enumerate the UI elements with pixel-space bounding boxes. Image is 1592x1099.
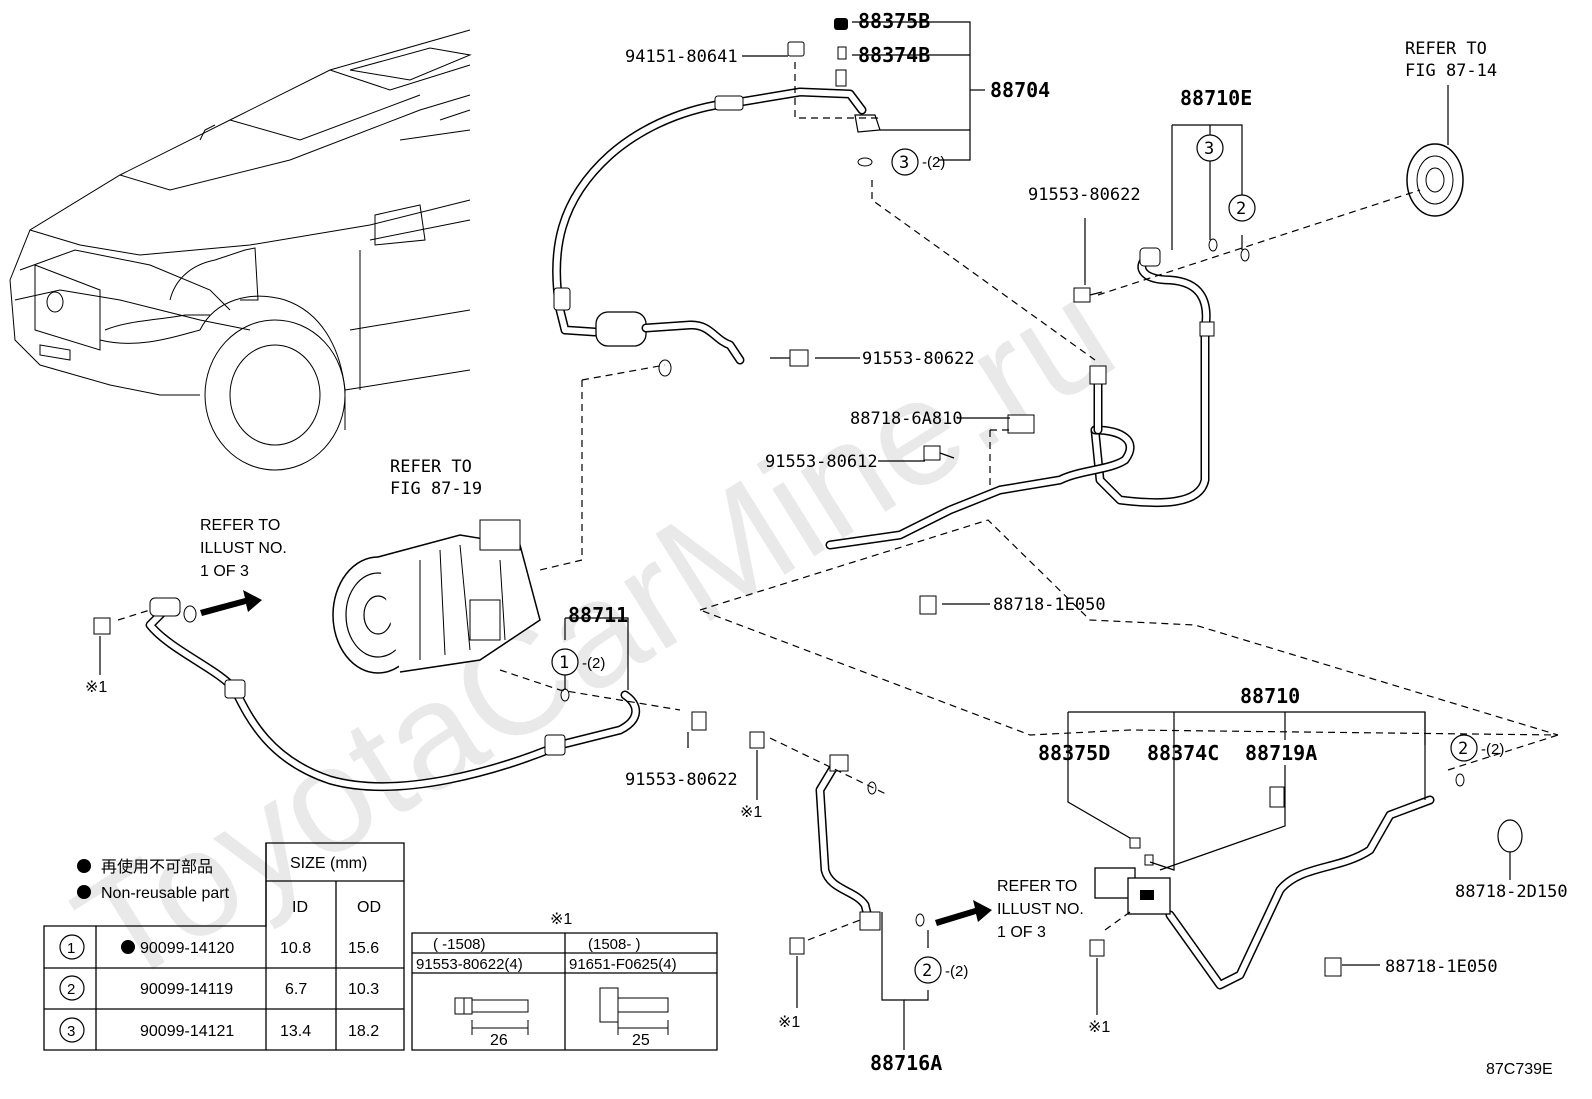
svg-text:REFER TO: REFER TO <box>390 457 472 477</box>
row1-part: 90099-14120 <box>140 940 234 957</box>
row2-part: 90099-14119 <box>140 981 233 998</box>
label-91553-80622-b[interactable]: 91553-80622 <box>862 349 975 369</box>
svg-text:REFER TO: REFER TO <box>997 878 1077 895</box>
svg-text:18.2: 18.2 <box>348 1023 379 1040</box>
svg-text:-(2): -(2) <box>945 963 968 980</box>
label-88374B[interactable]: 88374B <box>858 43 930 67</box>
row3-part: 90099-14121 <box>140 1023 234 1040</box>
label-88704[interactable]: 88704 <box>990 78 1050 102</box>
svg-text:2: 2 <box>1236 199 1246 219</box>
label-88711[interactable]: 88711 <box>568 603 628 627</box>
svg-text:(1508- ): (1508- ) <box>588 936 641 953</box>
svg-text:10.8: 10.8 <box>280 940 311 957</box>
svg-text:1 OF 3: 1 OF 3 <box>997 924 1046 941</box>
label-91553-80612[interactable]: 91553-80612 <box>765 452 878 472</box>
svg-text:10.3: 10.3 <box>348 981 379 998</box>
label-88718-1E050-a[interactable]: 88718-1E050 <box>993 595 1106 615</box>
label-88716A[interactable]: 88716A <box>870 1051 942 1075</box>
refer-fig-87-19: REFER TO FIG 87-19 <box>390 457 482 499</box>
callout-1-mid[interactable]: 1 -(2) <box>551 648 605 676</box>
svg-text:REFER TO: REFER TO <box>1405 39 1487 59</box>
label-91553-80622-c[interactable]: 91553-80622 <box>625 770 738 790</box>
svg-text:ILLUST NO.: ILLUST NO. <box>997 901 1084 918</box>
svg-text:ILLUST NO.: ILLUST NO. <box>200 540 287 557</box>
svg-text:( -1508): ( -1508) <box>433 936 486 953</box>
callout-2-far[interactable]: 2 -(2) <box>1450 734 1504 762</box>
grommet-fig-87-14 <box>1406 143 1464 217</box>
refer-illust-right: REFER TO ILLUST NO. 1 OF 3 <box>997 878 1084 941</box>
compressor <box>332 519 541 674</box>
callout-3-right[interactable]: 3 <box>1196 134 1224 162</box>
svg-text:15.6: 15.6 <box>348 940 379 957</box>
svg-text:1 OF 3: 1 OF 3 <box>200 563 249 580</box>
pipe-88710E <box>825 247 1215 550</box>
svg-text:2: 2 <box>67 981 75 998</box>
legend: 再使用不可部品 Non-reusable part <box>77 858 230 902</box>
mark-star1-c: ※1 <box>778 1014 800 1031</box>
size-table: SIZE (mm) ID OD 1 90099-14120 10.8 15.6 … <box>43 842 405 1051</box>
figure-code: 87C739E <box>1486 1061 1553 1078</box>
svg-text:2: 2 <box>922 961 932 981</box>
svg-text:2: 2 <box>1458 739 1468 759</box>
label-88374C[interactable]: 88374C <box>1147 741 1219 765</box>
mark-star1-a: ※1 <box>85 679 107 696</box>
callout-2-bottom[interactable]: 2 -(2) <box>914 956 968 984</box>
label-88710[interactable]: 88710 <box>1240 684 1300 708</box>
hose-88704 <box>552 87 881 365</box>
callout-3-top[interactable]: 3 -(2) <box>891 148 945 176</box>
non-reusable-dot <box>121 940 135 954</box>
small-parts <box>93 18 1523 977</box>
label-88719A[interactable]: 88719A <box>1245 741 1317 765</box>
svg-text:1: 1 <box>67 940 75 957</box>
svg-text:26: 26 <box>490 1032 508 1049</box>
label-91553-80622-a[interactable]: 91553-80622 <box>1028 185 1141 205</box>
svg-text:FIG 87-14: FIG 87-14 <box>1405 61 1497 81</box>
svg-text:※1: ※1 <box>550 911 572 928</box>
label-88718-2D150[interactable]: 88718-2D150 <box>1455 882 1568 902</box>
svg-text:13.4: 13.4 <box>280 1023 311 1040</box>
svg-text:-(2): -(2) <box>582 655 605 672</box>
refer-illust-left: REFER TO ILLUST NO. 1 OF 3 <box>200 517 287 580</box>
mark-star1-b: ※1 <box>740 804 762 821</box>
svg-text:91553-80622(4): 91553-80622(4) <box>416 956 523 973</box>
col-id: ID <box>292 899 308 916</box>
svg-text:再使用不可部品: 再使用不可部品 <box>101 858 213 876</box>
svg-text:6.7: 6.7 <box>285 981 307 998</box>
svg-text:3: 3 <box>1204 139 1214 159</box>
size-header: SIZE (mm) <box>290 855 367 872</box>
svg-text:-(2): -(2) <box>1481 741 1504 758</box>
callout-2-right[interactable]: 2 <box>1228 194 1256 222</box>
svg-text:1: 1 <box>559 653 569 673</box>
mark-star1-d: ※1 <box>1088 1019 1110 1036</box>
pipe-88716A <box>815 754 881 931</box>
bolt-table: ※1 ( -1508) (1508- ) 91553-80622(4) 9165… <box>411 911 718 1051</box>
svg-text:REFER TO: REFER TO <box>200 517 280 534</box>
hose-88711 <box>145 597 641 791</box>
svg-text:-(2): -(2) <box>922 154 945 171</box>
svg-text:25: 25 <box>632 1032 650 1049</box>
vehicle-illustration <box>9 29 472 471</box>
arrow-to-illust-right <box>935 900 992 926</box>
label-88718-1E050-b[interactable]: 88718-1E050 <box>1385 957 1498 977</box>
svg-text:3: 3 <box>899 153 909 173</box>
label-94151-80641[interactable]: 94151-80641 <box>625 47 738 67</box>
label-88375D[interactable]: 88375D <box>1038 741 1110 765</box>
refer-fig-87-14: REFER TO FIG 87-14 <box>1405 39 1497 81</box>
label-88718-6A810[interactable]: 88718-6A810 <box>850 409 963 429</box>
leader-lines <box>117 21 1559 1050</box>
svg-text:Non-reusable part: Non-reusable part <box>101 885 230 902</box>
svg-text:FIG 87-19: FIG 87-19 <box>390 479 482 499</box>
arrow-to-illust-left <box>200 590 262 616</box>
label-88710E[interactable]: 88710E <box>1180 86 1252 110</box>
pipe-88710 <box>1094 795 1435 990</box>
label-88375B[interactable]: 88375B <box>858 9 930 33</box>
svg-text:3: 3 <box>67 1023 75 1040</box>
svg-text:91651-F0625(4): 91651-F0625(4) <box>569 956 677 973</box>
col-od: OD <box>357 899 381 916</box>
